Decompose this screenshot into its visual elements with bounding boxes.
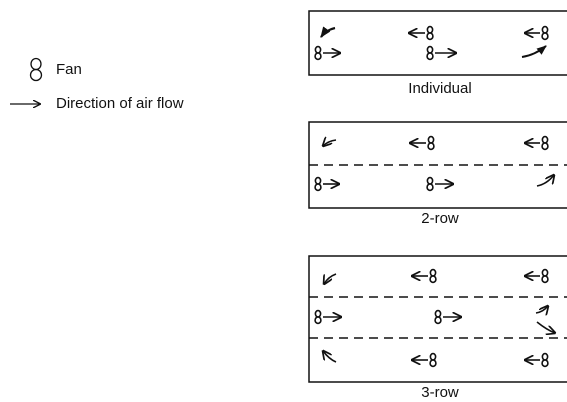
fan-right-arrow-unit <box>426 45 456 61</box>
panel-2-row <box>308 121 567 209</box>
fan-right-arrow-unit <box>314 176 339 192</box>
panel-caption-individual: Individual <box>408 80 472 97</box>
fan-left-arrow-unit <box>409 25 434 41</box>
panel-caption-2-row: 2-row <box>421 210 459 227</box>
fan-left-arrow-unit <box>525 352 549 368</box>
fan-left-arrow-unit <box>410 135 435 151</box>
curved-airflow-arrow <box>320 26 336 38</box>
legend-fan-label: Fan <box>56 61 82 78</box>
legend-fan-icon <box>29 57 43 82</box>
legend-airflow-label: Direction of air flow <box>56 95 184 112</box>
curved-airflow-arrow <box>536 175 554 187</box>
fan-right-arrow-unit <box>314 309 341 325</box>
fan-left-arrow-unit <box>412 268 437 284</box>
curved-airflow-arrow <box>323 351 337 363</box>
curved-airflow-arrow <box>324 273 337 284</box>
fan-left-arrow-unit <box>525 268 549 284</box>
curved-airflow-arrow <box>521 45 547 58</box>
fan-right-arrow-unit <box>314 45 340 61</box>
curved-airflow-arrow <box>535 306 548 313</box>
fan-right-arrow-unit <box>434 309 461 325</box>
panel-individual <box>308 10 567 76</box>
curved-airflow-arrow <box>536 321 555 333</box>
fan-left-arrow-unit <box>525 25 549 41</box>
fan-left-arrow-unit <box>525 135 549 151</box>
fan-left-arrow-unit <box>412 352 437 368</box>
curved-airflow-arrow <box>323 140 337 146</box>
panel-3-row <box>308 255 567 383</box>
fan-right-arrow-unit <box>426 176 453 192</box>
panel-caption-3-row: 3-row <box>421 384 459 401</box>
